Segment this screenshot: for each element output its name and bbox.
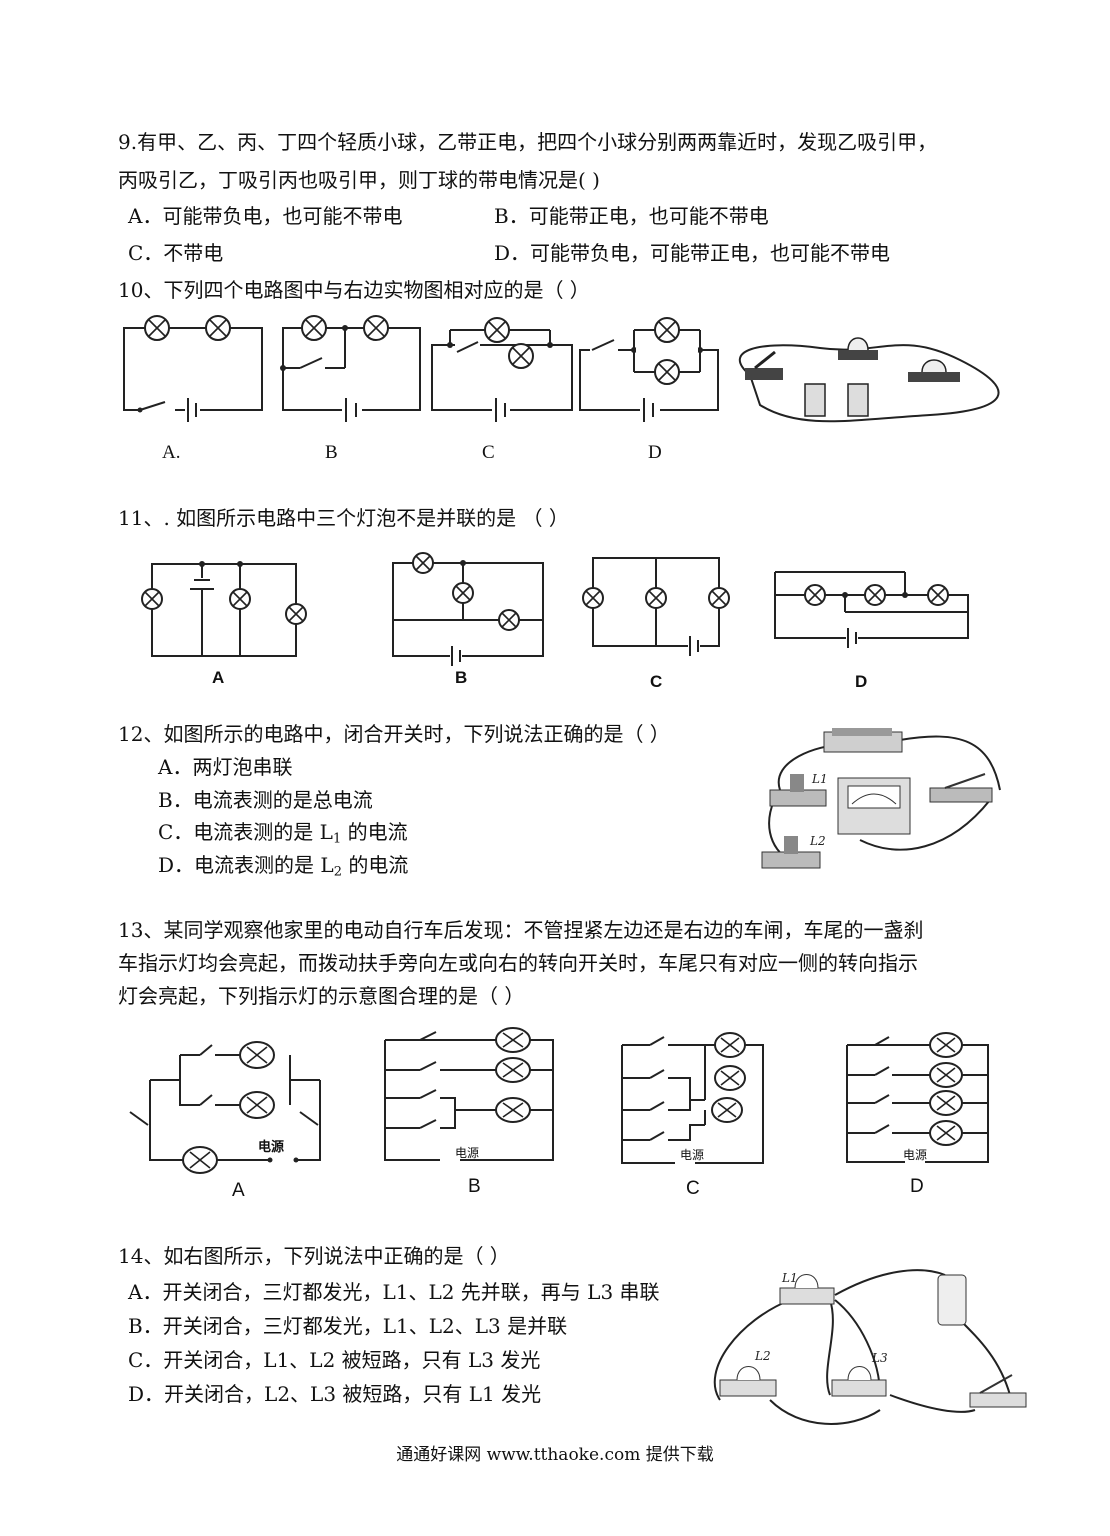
q10-circuit-diagrams [123,315,1000,423]
q12-fig-label-l2: L2 [809,834,826,848]
q13-circuit-d [846,1032,989,1163]
q14-option-c: C．开关闭合，L1、L2 被短路，只有 L3 发光 [128,1348,541,1372]
q11-label-d: D [855,672,868,691]
q14-fig-label-l3: L3 [871,1351,888,1365]
q10-circuit-b [280,315,421,422]
q9-option-a: A．可能带负电，也可能不带电 [128,204,403,228]
q9-option-c: C．不带电 [128,241,224,265]
q10-label-d: D [648,442,662,463]
q14-option-a: A．开关闭合，三灯都发光，L1、L2 先并联，再与 L3 串联 [128,1280,660,1304]
q11-circuit-d [774,571,969,648]
q9-option-d: D．可能带负电，可能带正电，也可能不带电 [494,241,891,265]
q11-circuit-a [141,561,307,657]
q11-label-a: A [212,668,225,687]
q14-fig-label-l2: L2 [754,1349,771,1363]
q11-circuit-diagrams [141,552,969,666]
q13-circuit-c [621,1032,764,1164]
q9-stem-line1: 9.有甲、乙、丙、丁四个轻质小球，乙带正电，把四个小球分别两两靠近时，发现乙吸引… [118,130,938,154]
q12-fig-label-l1: L1 [811,772,828,786]
q10-label-b: B [325,442,338,463]
q12-option-b: B．电流表测的是总电流 [158,788,373,812]
q13-stem-line1: 13、某同学观察他家里的电动自行车后发现：不管捏紧左边还是右边的车闸，车尾的一盏… [118,918,924,942]
q11-circuit-b [392,552,544,666]
q10-physical-circuit-picture [738,337,1000,423]
q10-circuit-d [579,317,719,422]
q10-circuit-c [431,317,573,422]
q14-option-d: D．开关闭合，L2、L3 被短路，只有 L1 发光 [128,1382,542,1406]
q14-physical-circuit-picture: L1 L2 L3 [713,1269,1027,1425]
q13-circuit-b [384,1027,554,1161]
q13-source-label-d: 电源 [903,1148,928,1162]
q9-option-b: B．可能带正电，也可能不带电 [494,204,769,228]
q11-stem: 11、. 如图所示电路中三个灯泡不是并联的是 （ ） [118,506,569,530]
q12-physical-circuit-picture: L1 L2 [761,728,1001,869]
q13-circuit-a [129,1041,321,1174]
q13-source-label-c: 电源 [680,1148,705,1162]
q14-stem: 14、如右图所示，下列说法中正确的是（ ） [118,1244,510,1268]
q13-label-c: C [686,1178,700,1199]
q14-option-b: B．开关闭合，三灯都发光，L1、L2、L3 是并联 [128,1314,568,1338]
q13-stem-line2: 车指示灯均会亮起，而拨动扶手旁向左或向右的转向开关时，车尾只有对应一侧的转向指示 [118,951,918,975]
q13-source-label-a: 电源 [258,1140,285,1155]
page-footer: 通通好课网 www.tthaoke.com 提供下载 [396,1445,714,1465]
q10-label-c: C [482,442,495,463]
q13-circuit-diagrams [129,1027,989,1174]
q10-circuit-a [123,315,263,422]
q13-label-a: A [232,1180,245,1201]
q11-label-b: B [455,668,468,687]
q13-stem-line3: 灯会亮起，下列指示灯的示意图合理的是（ ） [118,984,525,1008]
q14-fig-label-l1: L1 [781,1271,798,1285]
q13-label-d: D [910,1176,924,1197]
q12-option-c: C．电流表测的是 L1 的电流 [158,820,408,847]
q11-label-c: C [650,672,663,691]
q13-source-label-b: 电源 [455,1146,480,1160]
q12-option-d: D．电流表测的是 L2 的电流 [158,853,409,880]
q10-stem: 10、下列四个电路图中与右边实物图相对应的是（ ） [118,278,590,302]
q9-stem-line2: 丙吸引乙，丁吸引丙也吸引甲，则丁球的带电情况是( ) [118,168,600,192]
q10-label-a: A. [162,442,181,463]
q12-stem: 12、如图所示的电路中，闭合开关时，下列说法正确的是（ ） [118,722,670,746]
q12-option-a: A．两灯泡串联 [158,755,293,779]
q11-circuit-c [582,557,730,656]
q13-label-b: B [468,1176,481,1197]
